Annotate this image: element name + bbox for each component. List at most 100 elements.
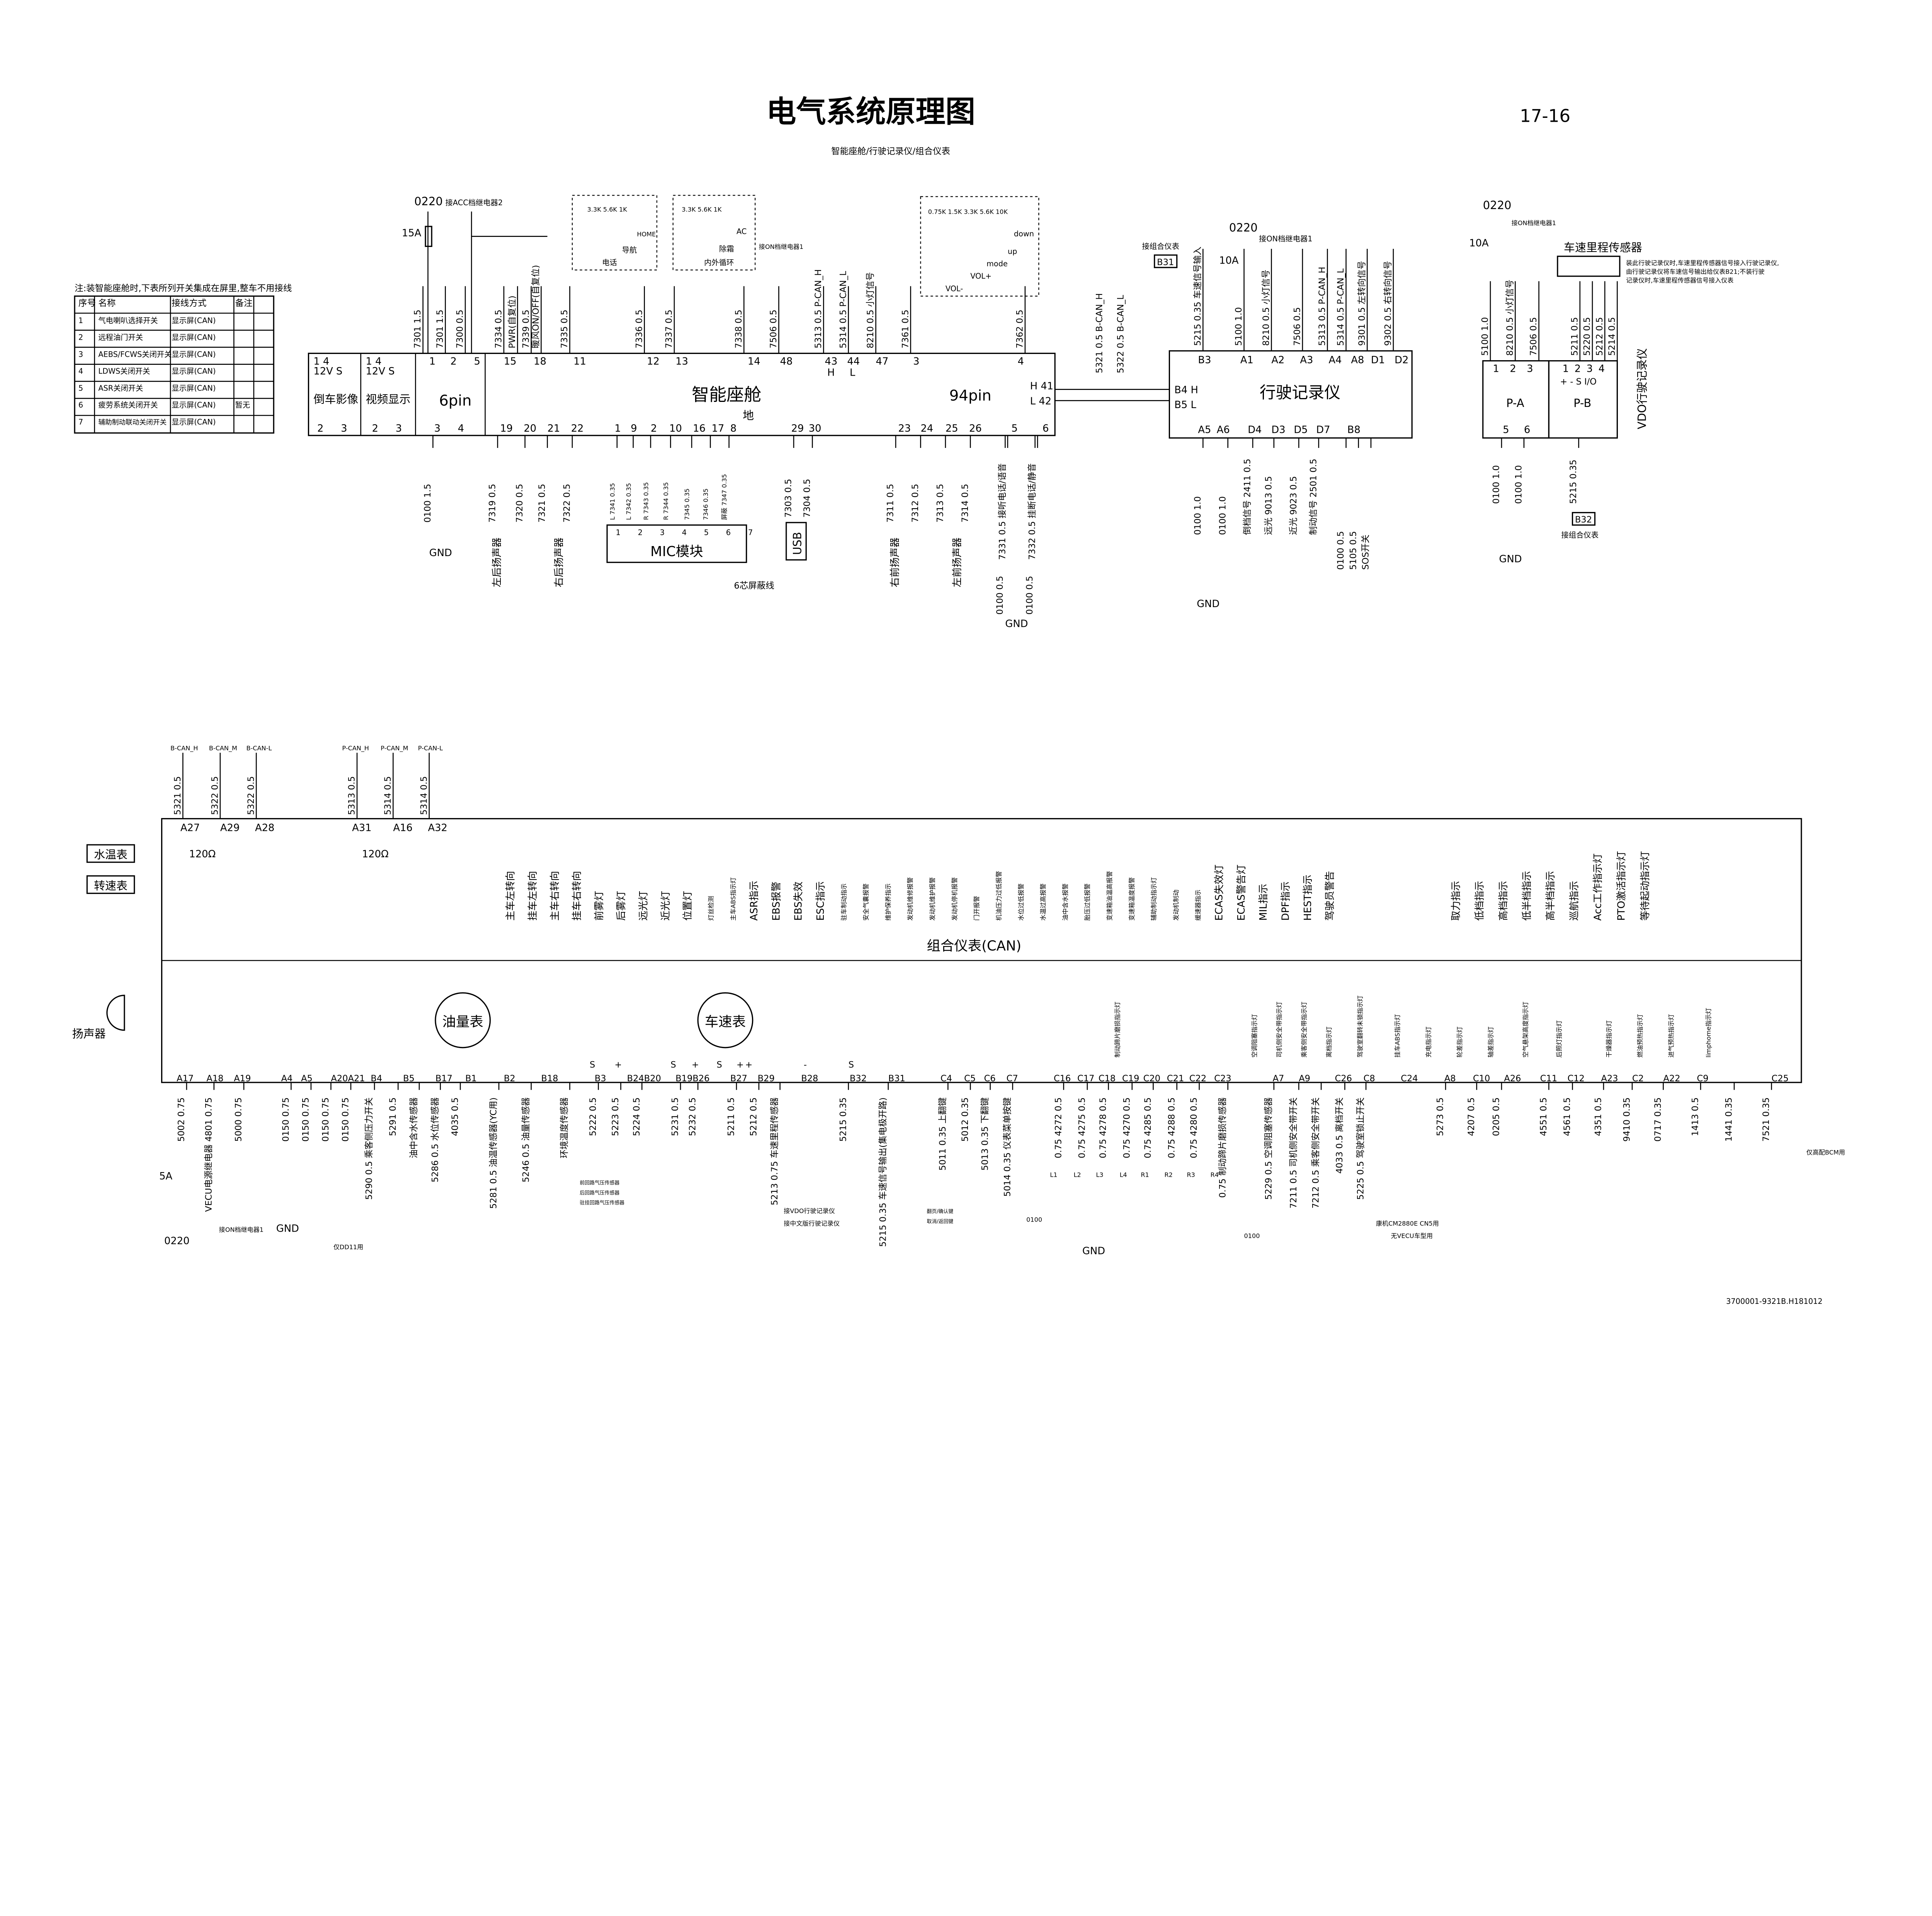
wire-label: 5246 0.5 油量传感器 (521, 1098, 531, 1183)
key-recirculation: 内外循环 (704, 258, 734, 267)
pin-number: D4 (1248, 424, 1262, 436)
resistor-label: R3 (1187, 1171, 1195, 1179)
pin-number: B28 (801, 1074, 818, 1084)
pin-number: C2 (1632, 1074, 1644, 1084)
power-0220: 0220 (414, 195, 443, 208)
wire-label: 倒档信号 2411 0.5 (1243, 459, 1253, 535)
sensor-label: 驻挂回路气压传感器 (580, 1200, 624, 1206)
indicator-label: limphome指示灯 (1705, 1008, 1712, 1058)
pin-number: C11 (1540, 1074, 1557, 1084)
pa-pins: 1 2 3 (1493, 363, 1537, 375)
pin-number: C9 (1697, 1074, 1708, 1084)
pin-number: 1 (614, 423, 621, 434)
pin-number: 4 (1018, 356, 1024, 367)
wire-label: 5281 0.5 油温传感器(YC用) (489, 1098, 499, 1209)
table-cell: 显示屏(CAN) (172, 401, 216, 410)
pin-number: 3 (913, 356, 919, 367)
vdo-note-line: 记录仪时,车速里程传感器信号接入仪表 (1626, 277, 1733, 284)
key-home: HOME (637, 231, 656, 238)
wire-label: 7336 0.5 (634, 310, 644, 348)
wire-label: 0.75 4285 0.5 (1143, 1098, 1153, 1159)
pin-number: 47 (876, 356, 889, 367)
pin-number: A31 (352, 822, 371, 834)
gnd-label: GND (1005, 618, 1028, 630)
wire-label: 4035 0.5 (450, 1098, 460, 1136)
table-header: 备注 (235, 298, 252, 308)
pin-number: L (850, 367, 855, 378)
vdo-name: VDO行驶记录仪 (1635, 348, 1648, 429)
wire-label: 7319 0.5 (487, 484, 497, 522)
wire-label: 7212 0.5 乘客侧安全带开关 (1311, 1098, 1321, 1209)
pin-number: 44 (847, 356, 860, 367)
cockpit-name: 智能座舱 (692, 385, 761, 405)
pin-number: 8 (730, 423, 736, 434)
pin-number: B4 (371, 1074, 382, 1084)
indicator-label: HEST指示 (1302, 875, 1314, 921)
pin-number: 17 (712, 423, 724, 434)
indicator-label: 轴差指示灯 (1487, 1026, 1494, 1057)
indicator-label: EBS报警 (770, 881, 782, 921)
indicator-label: 安全气囊报警 (862, 883, 870, 921)
note-cn_recorder: 接中文版行驶记录仪 (784, 1220, 840, 1227)
pin-number: B27 (730, 1074, 747, 1084)
can-label: B-CAN_M (209, 744, 237, 752)
wire-label: L 7341 0.35 (609, 483, 616, 520)
resistor-label: L1 (1050, 1171, 1057, 1179)
pin-number: 24 (920, 423, 933, 434)
indicator-label: 挂车左转向 (527, 871, 539, 921)
pin-number: A23 (1601, 1074, 1618, 1084)
mic-label: MIC模块 (650, 544, 703, 560)
pin-number: A29 (220, 822, 240, 834)
pin-number: C6 (984, 1074, 996, 1084)
wire-label: 8210 0.5 小灯信号 (866, 272, 876, 348)
indicator-label: 干燥器指示灯 (1605, 1020, 1612, 1057)
pin-number: 12 (647, 356, 660, 367)
wire-label: 7331 0.5 接听电话/语音 (997, 463, 1007, 560)
pin-number: 18 (534, 356, 546, 367)
speedometer-icon (697, 992, 753, 1048)
table-cell: 暂无 (235, 401, 250, 410)
wire-label: 5211 0.5 (726, 1098, 736, 1136)
pin-number: C25 (1772, 1074, 1789, 1084)
wire-label: 5313 0.5 P-CAN_H (813, 269, 823, 349)
pin-number: 1 4 (313, 356, 329, 367)
indicator-label: EBS失效 (793, 881, 804, 921)
indicator-label: 离档指示灯 (1325, 1026, 1333, 1057)
wire-label: 5215 0.35 车速信号输出(集电极开路) (878, 1098, 888, 1247)
speaker-icon (106, 995, 125, 1031)
wire-label: 7301 1.5 (435, 310, 445, 348)
pin-number: B17 (435, 1074, 452, 1084)
pin-number: 9 (631, 423, 637, 434)
pin-number: + (745, 1060, 753, 1070)
table-cell: 显示屏(CAN) (172, 316, 216, 325)
pin-number: 3 (434, 423, 440, 434)
indicator-label: 制动蹄片磨损指示灯 (1114, 1002, 1121, 1058)
wire-label: 0.75 4270 0.5 (1122, 1098, 1132, 1159)
wire-label: 0717 0.35 (1653, 1098, 1663, 1142)
wire-label: 7362 0.5 (1015, 310, 1025, 348)
pin-number: C22 (1189, 1074, 1206, 1084)
pin-number: A16 (393, 822, 412, 834)
pin-number: C20 (1143, 1074, 1160, 1084)
resistor-label: R4 (1211, 1171, 1219, 1179)
wire-label: 5213 0.75 车速里程传感器 (770, 1098, 780, 1205)
cockpit-box (308, 352, 1056, 436)
wire-label: 4351 0.5 (1594, 1098, 1604, 1136)
wire-label: 7521 0.35 (1761, 1098, 1771, 1142)
pin-number: 25 (946, 423, 958, 434)
indicator-label: ECAS失效灯 (1214, 864, 1225, 921)
indicator-label: 门开报警 (973, 896, 980, 921)
indicator-label: 灯丝检测 (707, 896, 714, 921)
table-cell: 7 (78, 418, 83, 427)
table-header: 名称 (98, 298, 116, 308)
pin-number: 5 (1012, 423, 1018, 434)
wire-label: 近光 9023 0.5 (1289, 476, 1299, 535)
wire-label: 0.75 4275 0.5 (1077, 1098, 1087, 1159)
wire-label: R 7344 0.35 (662, 482, 670, 520)
pin-number: B19B26 (675, 1074, 709, 1084)
table-cell: 2 (78, 333, 83, 342)
pin-number: A8 (1444, 1074, 1456, 1084)
table-cell: 3 (78, 350, 83, 359)
pin-number: 12V S (366, 366, 395, 377)
can-resistor: 120Ω (362, 848, 389, 860)
